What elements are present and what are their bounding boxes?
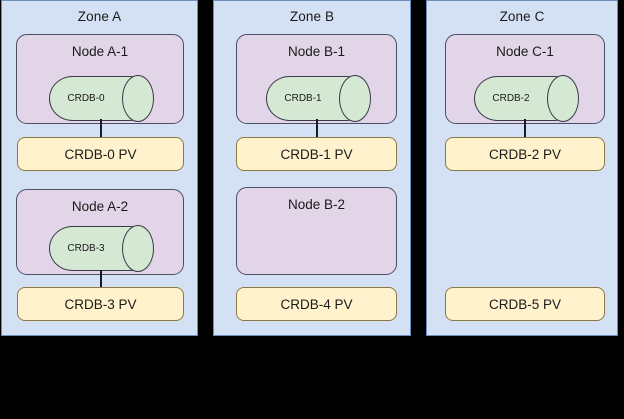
connector-node-a-1-to-crdb-0-pv xyxy=(100,119,102,138)
zone-b-title: Zone B xyxy=(289,9,335,24)
zone-a-container[interactable]: Zone A Node A-1 CRDB-0 CRDB-0 PV Node A-… xyxy=(1,0,198,336)
crdb-2-pv-box[interactable]: CRDB-2 PV xyxy=(445,137,605,171)
crdb-1-cylinder[interactable]: CRDB-1 xyxy=(266,75,371,122)
crdb-1-label: CRDB-1 xyxy=(284,93,322,104)
node-b-1-box[interactable]: Node B-1 CRDB-1 xyxy=(236,34,397,124)
node-a-1-title: Node A-1 xyxy=(71,44,129,59)
crdb-3-pv-box[interactable]: CRDB-3 PV xyxy=(17,287,184,321)
node-b-2-box[interactable]: Node B-2 xyxy=(236,187,397,275)
crdb-0-cylinder[interactable]: CRDB-0 xyxy=(49,75,154,122)
zone-a-title: Zone A xyxy=(77,9,122,24)
connector-node-b-1-to-crdb-1-pv xyxy=(316,119,318,138)
node-a-2-box[interactable]: Node A-2 CRDB-3 xyxy=(16,189,184,275)
zone-b-container[interactable]: Zone B Node B-1 CRDB-1 CRDB-1 PV Node B-… xyxy=(213,0,411,336)
connector-node-a-2-to-crdb-3-pv xyxy=(100,270,102,288)
crdb-3-cylinder[interactable]: CRDB-3 xyxy=(49,225,154,272)
crdb-5-pv-box[interactable]: CRDB-5 PV xyxy=(445,287,605,321)
node-c-1-title: Node C-1 xyxy=(496,44,554,59)
crdb-2-cylinder[interactable]: CRDB-2 xyxy=(474,75,579,122)
crdb-0-pv-box[interactable]: CRDB-0 PV xyxy=(17,137,184,171)
connector-node-c-1-to-crdb-2-pv xyxy=(524,119,526,138)
node-a-1-box[interactable]: Node A-1 CRDB-0 xyxy=(16,34,184,124)
crdb-3-label: CRDB-3 xyxy=(67,243,105,254)
zone-c-title: Zone C xyxy=(499,9,545,24)
crdb-0-label: CRDB-0 xyxy=(67,93,105,104)
node-c-1-box[interactable]: Node C-1 CRDB-2 xyxy=(445,34,605,124)
cylinder-end-cap xyxy=(547,75,579,122)
crdb-4-pv-box[interactable]: CRDB-4 PV xyxy=(236,287,397,321)
node-b-1-title: Node B-1 xyxy=(287,44,346,59)
node-b-2-title: Node B-2 xyxy=(287,197,346,212)
crdb-2-label: CRDB-2 xyxy=(492,93,530,104)
cylinder-end-cap xyxy=(339,75,371,122)
node-a-2-title: Node A-2 xyxy=(71,199,129,214)
cylinder-end-cap xyxy=(122,75,154,122)
zone-c-container[interactable]: Zone C Node C-1 CRDB-2 CRDB-2 PV CRDB-5 … xyxy=(426,0,618,336)
crdb-1-pv-box[interactable]: CRDB-1 PV xyxy=(236,137,397,171)
cylinder-end-cap xyxy=(122,225,154,272)
